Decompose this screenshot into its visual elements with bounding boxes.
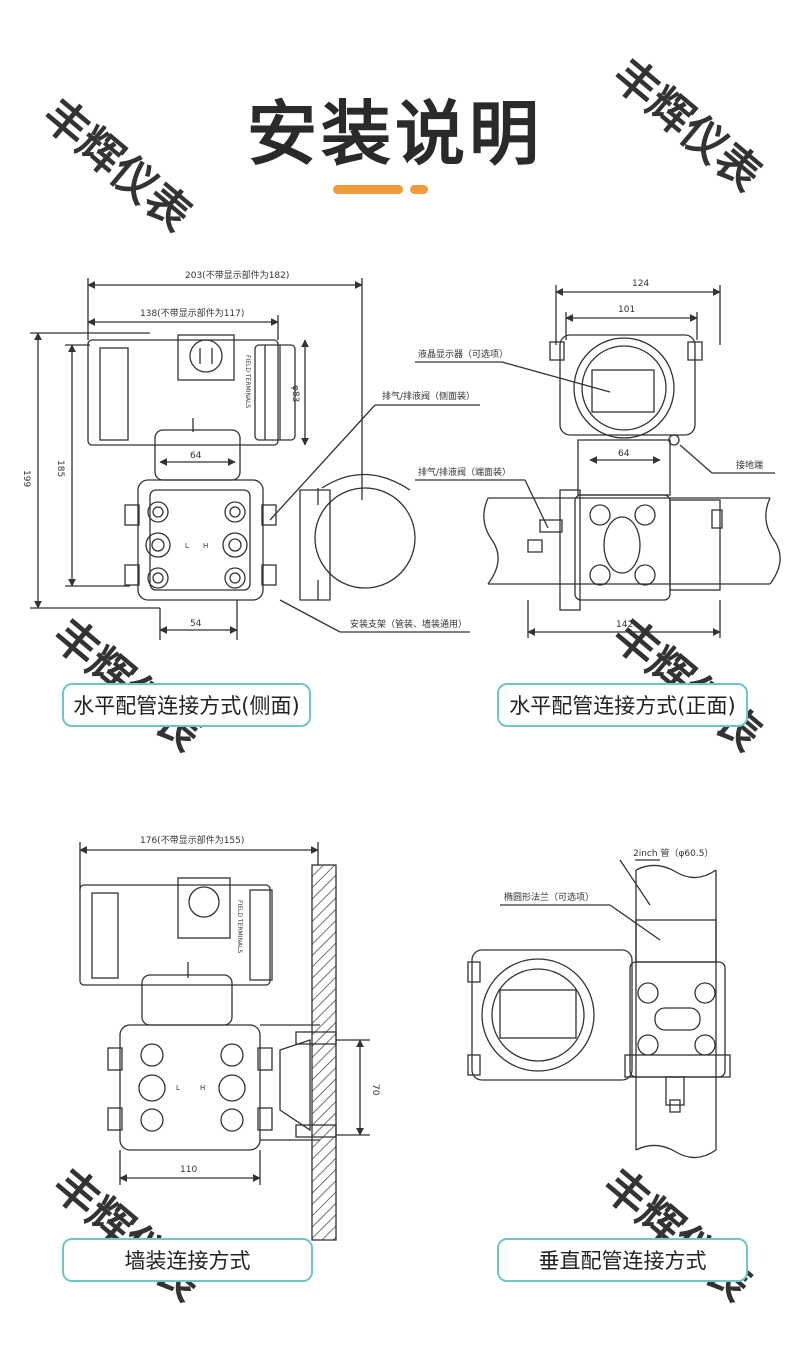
front-dim-142: 142	[616, 620, 633, 630]
wall-view-drawing	[79, 842, 370, 1241]
side-view-drawing	[30, 278, 480, 640]
side-vent-label: 排气/排液阀（侧面装）	[382, 390, 475, 402]
title-accent-bar-short	[410, 185, 428, 194]
side-dim-54: 54	[190, 619, 202, 629]
front-vent-label: 排气/排液阀（端面装）	[418, 466, 511, 478]
vertical-view-drawing	[467, 859, 731, 1159]
vertical-flange-label: 椭圆形法兰（可选项）	[504, 891, 594, 903]
side-dim-199: 199	[21, 470, 31, 487]
page-title: 安装说明	[247, 93, 543, 175]
side-dim-64: 64	[190, 451, 202, 461]
front-dim-124: 124	[632, 279, 649, 289]
watermark-5: 丰辉仪表	[43, 1159, 211, 1311]
vertical-pipe-label: 2inch 管（φ60.5）	[633, 847, 713, 859]
side-l-label: L	[185, 542, 189, 550]
wall-h-label: H	[200, 1084, 205, 1092]
side-h-label: H	[203, 542, 208, 550]
vertical-view-text: 2inch 管（φ60.5） 椭圆形法兰（可选项）	[504, 847, 713, 903]
caption-front: 水平配管连接方式(正面)	[497, 683, 748, 727]
front-view-text: 124 101 64 142 液晶显示器（可选项） 排气/排液阀（端面装） 接地…	[418, 279, 763, 630]
side-terminal-label: FIELD TERMINALS	[244, 355, 251, 408]
side-dim-phi83: φ83	[290, 385, 300, 402]
title-accent-bar-long	[333, 185, 403, 194]
wall-dim-70: 70	[370, 1084, 380, 1096]
side-dim-partial: 138(不带显示部件为117)	[140, 307, 244, 319]
watermark-6: 丰辉仪表	[593, 1159, 761, 1311]
front-display-label: 液晶显示器（可选项）	[418, 348, 508, 360]
wall-view-text: 176(不带显示部件为155) 70 110 FIELD TERMINALS L…	[140, 834, 380, 1175]
watermark-2: 丰辉仪表	[603, 49, 771, 201]
side-view-text: 203(不带显示部件为182) 138(不带显示部件为117) 199 185 …	[21, 269, 475, 630]
wall-terminal-label: FIELD TERMINALS	[236, 900, 243, 953]
side-dim-overall: 203(不带显示部件为182)	[185, 269, 289, 281]
caption-wall: 墙装连接方式	[62, 1238, 313, 1282]
caption-vertical: 垂直配管连接方式	[497, 1238, 748, 1282]
front-dim-64: 64	[618, 449, 630, 459]
front-view-drawing	[415, 285, 781, 638]
wall-dim-overall: 176(不带显示部件为155)	[140, 834, 244, 846]
wall-dim-110: 110	[180, 1165, 197, 1175]
side-bracket-label: 安装支架（管装、墙装通用）	[350, 618, 467, 630]
caption-side: 水平配管连接方式(侧面)	[62, 683, 311, 727]
side-dim-185: 185	[55, 460, 65, 477]
watermark-group: 丰辉仪表 丰辉仪表 丰辉仪表 丰辉仪表 丰辉仪表 丰辉仪表	[33, 49, 771, 1311]
wall-l-label: L	[176, 1084, 180, 1092]
front-ground-label: 接地端	[736, 459, 763, 471]
front-dim-101: 101	[618, 305, 635, 315]
watermark-1: 丰辉仪表	[33, 89, 201, 241]
